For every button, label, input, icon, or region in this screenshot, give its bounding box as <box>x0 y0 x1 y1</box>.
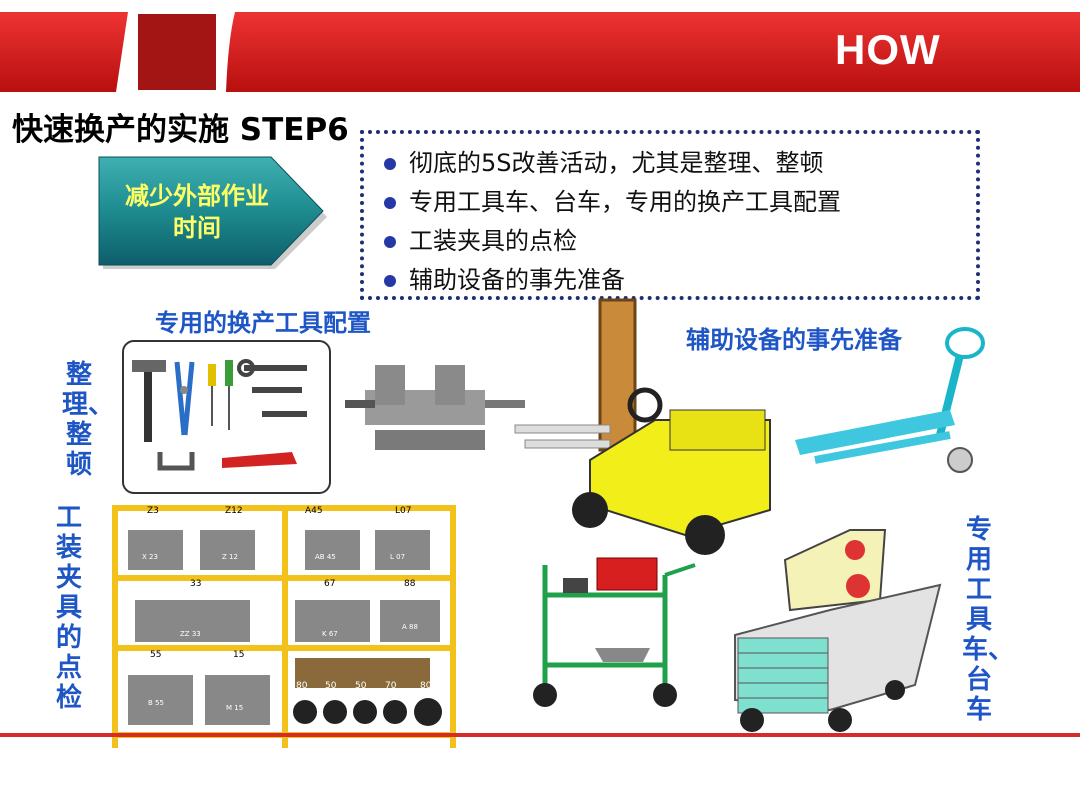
shelf-tag: Z3 <box>147 506 159 516</box>
arrow-callout <box>98 156 327 269</box>
fixture-check-label: 工装夹具的点检 <box>55 503 82 713</box>
shelf-tag: A45 <box>305 506 323 516</box>
sort-arrange-label: 整理、整顿 <box>62 360 115 480</box>
shelf-tag: 67 <box>324 579 336 589</box>
shelf-tag: L 07 <box>390 553 406 561</box>
shelf-tag: ZZ 33 <box>180 630 201 638</box>
page-title: 快速换产的实施 STEP6 <box>12 112 349 148</box>
tool-cart-gray-icon <box>734 529 942 732</box>
tool-cart-green-icon <box>533 557 696 707</box>
bin-tag: 70 <box>385 681 397 691</box>
tool-cart-label: 专用工具车、台车 <box>962 515 1015 725</box>
shelf-tag: B 55 <box>148 699 164 707</box>
shelf-tag: M 15 <box>226 704 244 712</box>
tools-config-label: 专用的换产工具配置 <box>155 309 371 337</box>
bullet-item: 专用工具车、台车，专用的换产工具配置 <box>384 183 976 222</box>
shelf-tag: AB 45 <box>315 553 336 561</box>
shelf-tag: 88 <box>404 579 416 589</box>
tools-icon <box>132 359 307 471</box>
fixture-shelf-icon <box>112 505 456 748</box>
bin-tag: 50 <box>325 681 337 691</box>
bullet-item: 工装夹具的点检 <box>384 222 976 261</box>
how-heading: HOW <box>835 26 941 73</box>
bin-tag: 50 <box>355 681 367 691</box>
forklift-icon <box>514 298 771 555</box>
shelf-tag: 33 <box>190 579 202 589</box>
shelf-tag: K 67 <box>322 630 338 638</box>
shelf-tag: Z12 <box>225 506 243 516</box>
shelf-tag: 55 <box>150 650 162 660</box>
aux-equipment-label: 辅助设备的事先准备 <box>686 326 902 354</box>
bullet-item: 辅助设备的事先准备 <box>384 261 976 300</box>
bullet-list-box: 彻底的5S改善活动，尤其是整理、整顿 专用工具车、台车，专用的换产工具配置 工装… <box>360 130 980 300</box>
shelf-tag: 15 <box>233 650 245 660</box>
pallet-jack-icon <box>795 327 985 473</box>
arrow-callout-line2: 时间 <box>173 214 221 242</box>
shelf-tag: L07 <box>395 506 412 516</box>
header-banner <box>0 12 1080 92</box>
arrow-callout-text: 减少外部作业 时间 <box>102 180 292 244</box>
bullet-item: 彻底的5S改善活动，尤其是整理、整顿 <box>384 144 976 183</box>
shelf-tag: A 88 <box>402 623 418 631</box>
vise-icon <box>345 365 525 450</box>
arrow-callout-line1: 减少外部作业 <box>125 182 269 210</box>
footer-divider <box>0 733 1080 737</box>
bin-tag: 80 <box>296 681 308 691</box>
shelf-tag: Z 12 <box>222 553 238 561</box>
bin-tag: 80 <box>420 681 432 691</box>
shelf-tag: X 23 <box>142 553 158 561</box>
